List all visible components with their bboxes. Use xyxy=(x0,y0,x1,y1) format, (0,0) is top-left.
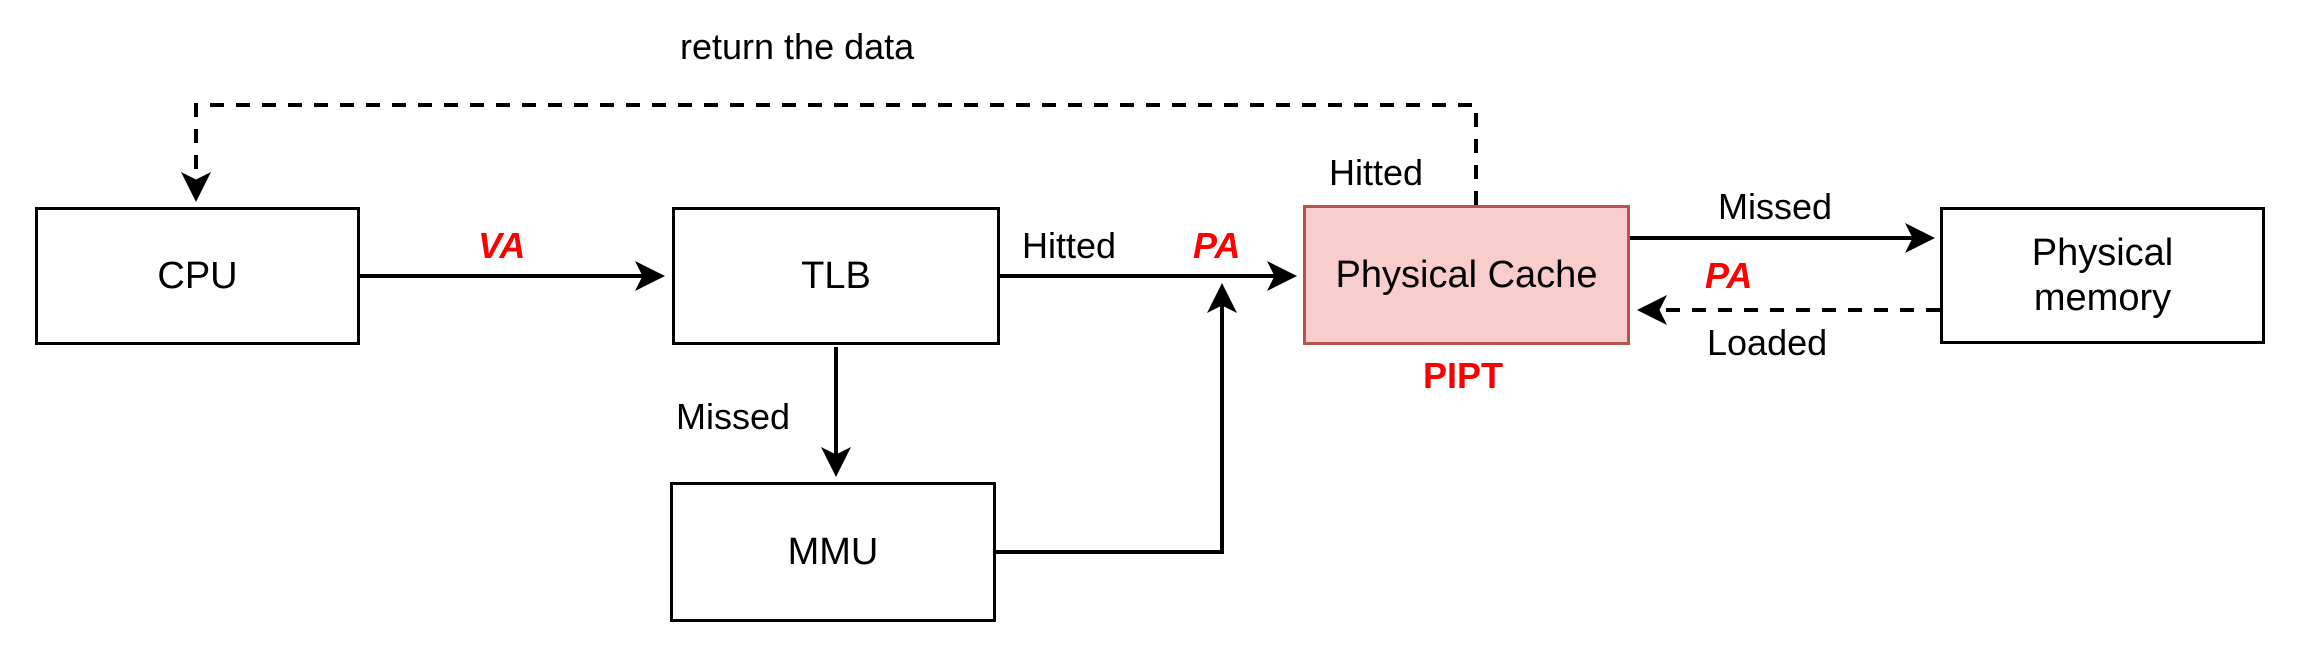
edge-label-cache-missed: Missed xyxy=(1718,186,1832,228)
tlb-hitted-text: Hitted xyxy=(1022,225,1117,266)
pipt-text: PIPT xyxy=(1423,355,1504,396)
loaded-text: Loaded xyxy=(1707,322,1828,363)
edge-label-pipt: PIPT xyxy=(1423,355,1503,397)
edge-cache-to-cpu-return xyxy=(181,103,1478,205)
edge-label-pa-to-memory: PA xyxy=(1705,255,1752,297)
node-tlb-label: TLB xyxy=(801,254,871,297)
node-tlb[interactable]: TLB xyxy=(672,207,1000,345)
pa-to-cache-text: PA xyxy=(1193,225,1241,266)
node-cpu[interactable]: CPU xyxy=(35,207,360,345)
edge-label-va: VA xyxy=(478,225,525,267)
edge-label-return-the-data: return the data xyxy=(680,26,914,68)
cache-hitted-text: Hitted xyxy=(1329,152,1424,193)
tlb-missed-text: Missed xyxy=(676,396,791,437)
edge-label-pa-to-cache: PA xyxy=(1193,225,1240,267)
node-physical-memory-label-line2: memory xyxy=(2033,276,2172,319)
node-physical-memory-label-line1: Physical xyxy=(2031,231,2174,274)
return-the-data-text: return the data xyxy=(680,26,915,67)
pa-to-memory-text: PA xyxy=(1705,255,1753,296)
cache-missed-text: Missed xyxy=(1718,186,1833,227)
edge-label-cache-hitted: Hitted xyxy=(1329,152,1423,194)
node-mmu-label: MMU xyxy=(787,530,879,573)
edge-label-tlb-missed: Missed xyxy=(676,396,790,438)
edge-mmu-to-cache xyxy=(996,283,1237,554)
va-text: VA xyxy=(478,225,526,266)
edge-label-tlb-hitted: Hitted xyxy=(1022,225,1116,267)
edge-label-loaded: Loaded xyxy=(1707,322,1827,364)
node-physical-memory[interactable]: Physical memory xyxy=(1940,207,2265,344)
node-physical-cache[interactable]: Physical Cache xyxy=(1303,205,1630,345)
node-cpu-label: CPU xyxy=(157,254,238,297)
node-mmu[interactable]: MMU xyxy=(670,482,996,622)
node-physical-cache-label: Physical Cache xyxy=(1335,253,1598,296)
